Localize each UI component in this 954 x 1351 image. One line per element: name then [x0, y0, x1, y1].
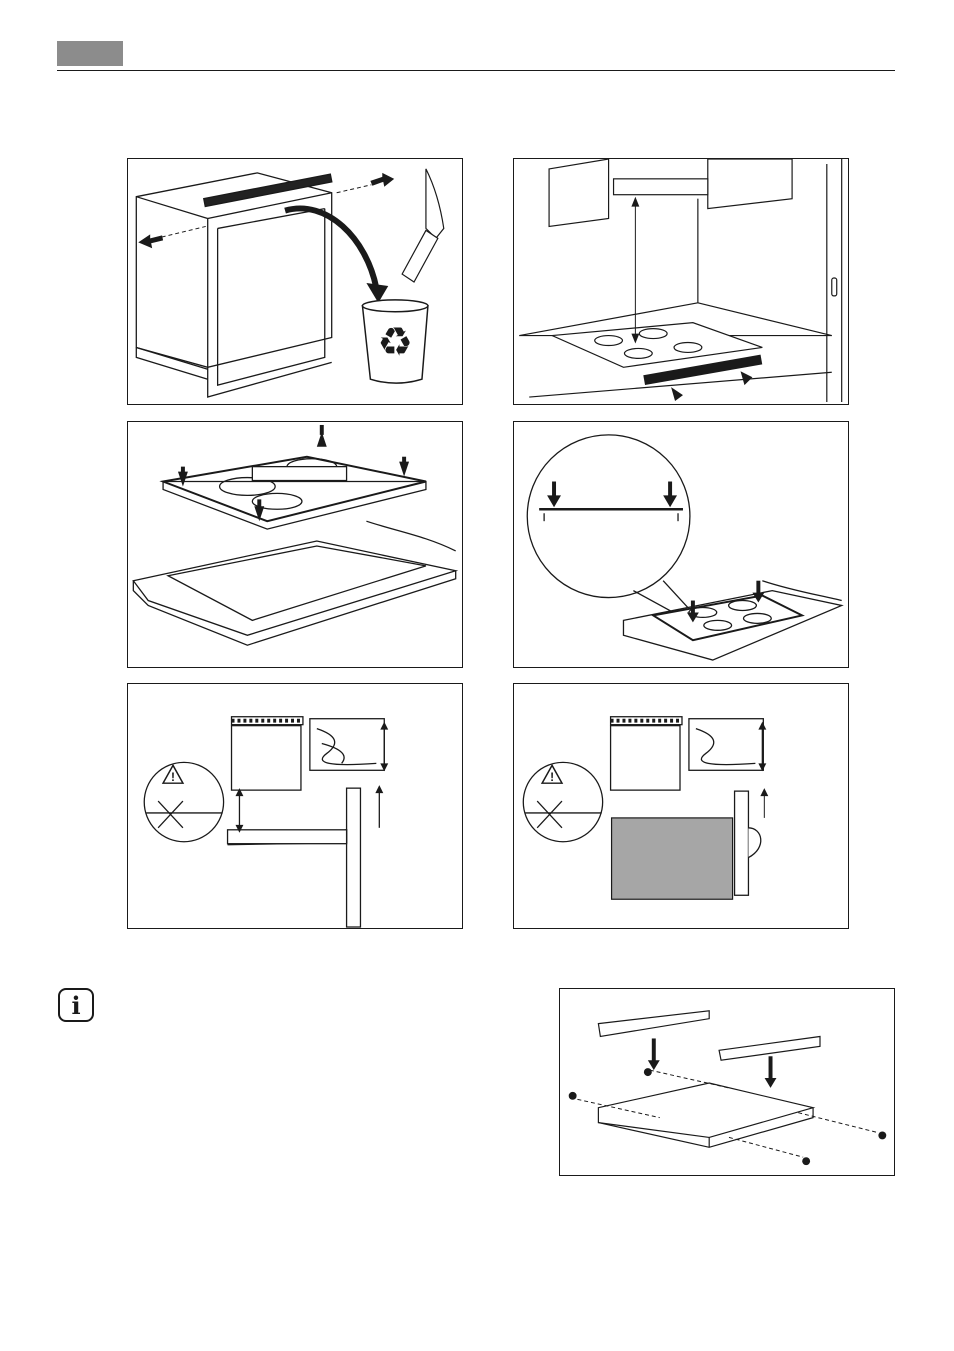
figure-bracket-assembly — [559, 988, 895, 1176]
bracket-illustration — [560, 989, 894, 1175]
oven-illustration: ! — [514, 684, 848, 928]
info-icon: i — [58, 988, 94, 1022]
svg-text:!: ! — [171, 770, 175, 784]
cutout-illustration — [128, 422, 462, 667]
header-rule — [57, 70, 895, 71]
cabinet-illustration: ♻ — [128, 159, 462, 404]
drawer-illustration: ! — [128, 684, 462, 928]
section-tab — [57, 41, 123, 66]
recycle-bin-icon: ♻ — [362, 300, 427, 383]
figure-drawer-clearance: ! — [127, 683, 463, 929]
hood-illustration — [514, 159, 848, 404]
figure-oven-clearance: ! — [513, 683, 849, 929]
figure-cutout-dimensions — [127, 421, 463, 668]
figure-hood-clearance — [513, 158, 849, 405]
svg-text:!: ! — [550, 770, 554, 784]
figure-remove-front-strip: ♻ — [127, 158, 463, 405]
figure-press-into-place — [513, 421, 849, 668]
magnifier-callout-icon — [514, 422, 848, 667]
cooker-hood-icon — [614, 179, 708, 195]
svg-text:♻: ♻ — [377, 319, 413, 365]
